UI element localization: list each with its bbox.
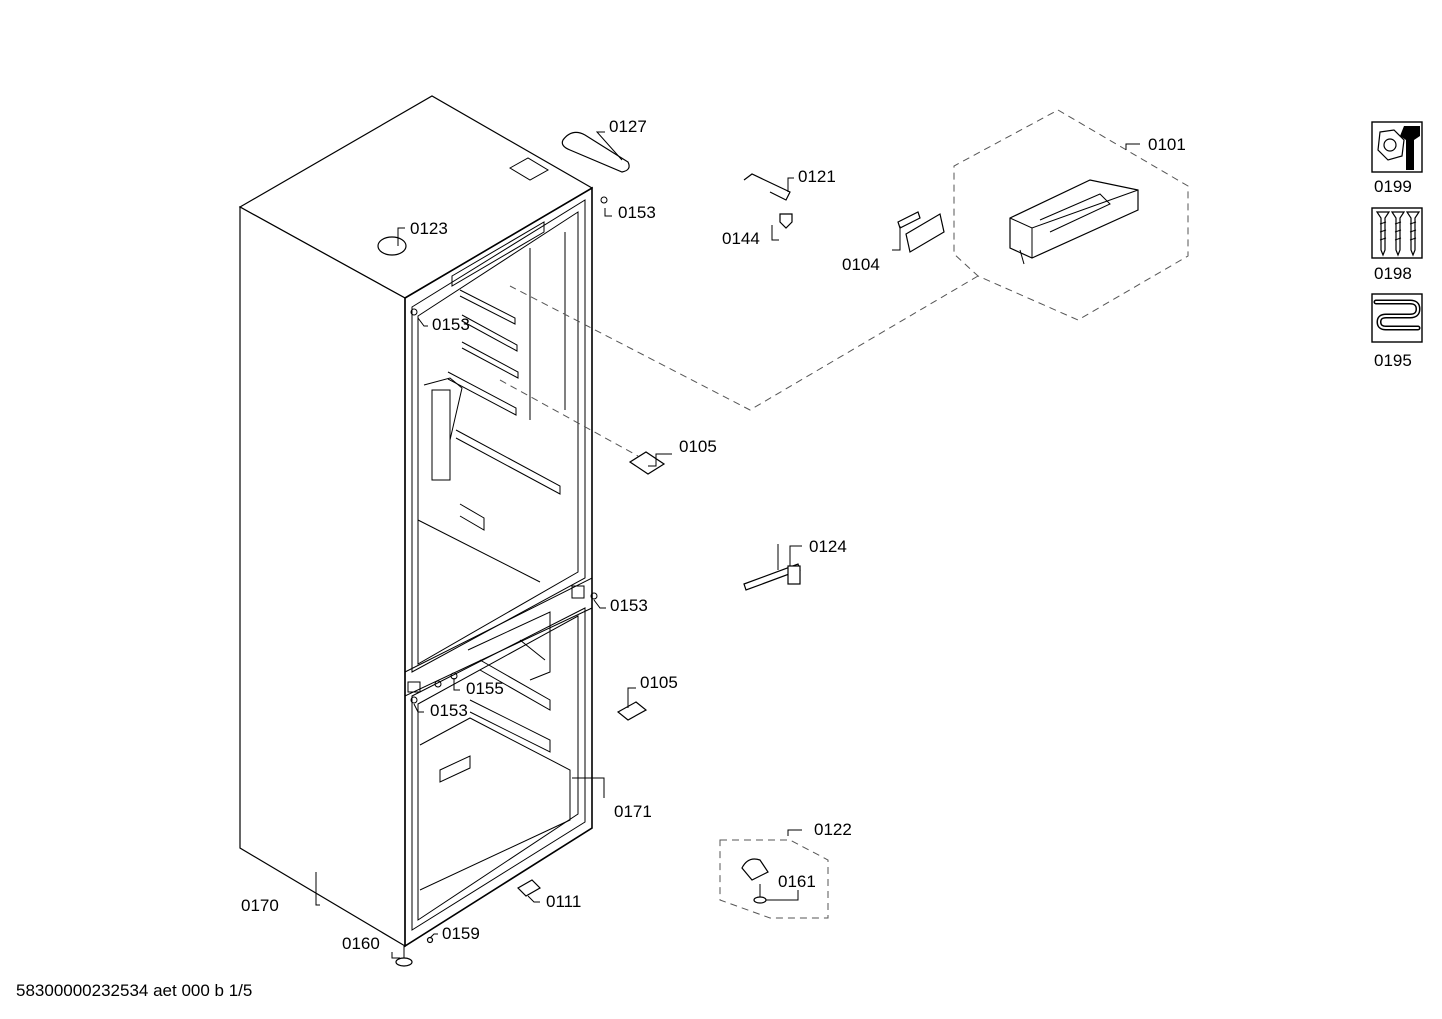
part-0124-hinge (743, 544, 801, 591)
label-0105-lower: 0105 (640, 673, 678, 692)
label-0144: 0144 (722, 229, 760, 248)
document-code: 58300000232534 aet 000 b 1/5 (16, 981, 253, 1000)
label-0155: 0155 (466, 679, 504, 698)
part-0105-light-upper (628, 451, 666, 475)
part-0144-plug (779, 213, 793, 229)
label-0153-lower: 0153 (430, 701, 468, 720)
group-0101-outline (953, 109, 1189, 321)
upper-shelves (417, 232, 566, 583)
label-0111: 0111 (546, 892, 581, 911)
label-0121: 0121 (798, 167, 836, 186)
label-0159: 0159 (442, 924, 480, 943)
label-0195: 0195 (1374, 351, 1412, 370)
part-0104-clip (897, 211, 921, 229)
part-0159-screw (426, 936, 434, 944)
label-0170: 0170 (241, 896, 279, 915)
label-0161: 0161 (778, 872, 816, 891)
part-0160-foot (395, 946, 413, 967)
heating-coil-icon (1371, 293, 1423, 343)
leader-lines (315, 131, 1140, 959)
part-0127-cover (561, 131, 630, 173)
part-0123-cap (377, 236, 407, 256)
lower-drawers (419, 611, 571, 891)
label-0153-top: 0153 (618, 203, 656, 222)
group-0105-connector (499, 379, 639, 457)
part-0111-clip (517, 879, 541, 897)
part-0101-module (1009, 179, 1139, 265)
label-0124: 0124 (809, 537, 847, 556)
label-0199: 0199 (1374, 177, 1412, 196)
label-0127: 0127 (609, 117, 647, 136)
group-0122-outline (719, 839, 829, 919)
label-0198: 0198 (1374, 264, 1412, 283)
screws-icon (1371, 207, 1423, 259)
label-0160: 0160 (342, 934, 380, 953)
label-0122: 0122 (814, 820, 852, 839)
label-0105-upper: 0105 (679, 437, 717, 456)
part-0105-light-lower (616, 701, 648, 721)
part-0104-insert (905, 213, 945, 253)
label-0171: 0171 (614, 802, 652, 821)
part-0121-bracket (743, 173, 791, 201)
part-0161-screw (753, 884, 767, 904)
label-0153-middle: 0153 (610, 596, 648, 615)
fridge-cabinet (238, 95, 608, 948)
label-0123: 0123 (410, 219, 448, 238)
label-0153-upper: 0153 (432, 315, 470, 334)
label-0101: 0101 (1148, 135, 1186, 154)
group-0101-connector (509, 275, 979, 411)
label-0104: 0104 (842, 255, 880, 274)
nut-wrench-icon (1371, 121, 1423, 173)
part-0122-hinge (741, 858, 769, 881)
